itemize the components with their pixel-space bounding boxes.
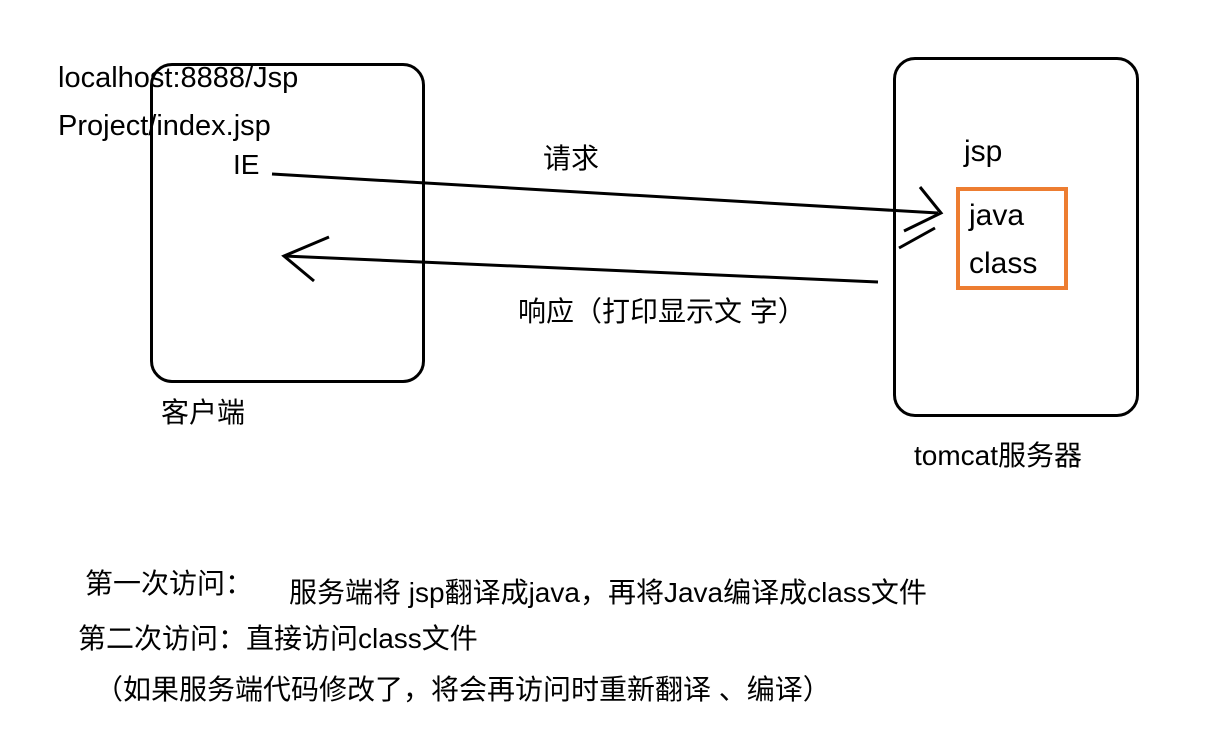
note-first-visit-label: 第一次访问： xyxy=(85,568,254,599)
jsp-file-label: jsp xyxy=(964,135,1003,168)
note-first-visit-text: 服务端将 jsp翻译成java，再将Java编译成class文件 xyxy=(289,577,927,608)
server-caption: tomcat服务器 xyxy=(914,440,1083,471)
server-box xyxy=(893,57,1139,417)
note-remark: （如果服务端代码修改了，将会再访问时重新翻译 、编译） xyxy=(95,674,831,705)
browser-label: IE xyxy=(233,149,260,180)
note-second-visit: 第二次访问：直接访问class文件 xyxy=(78,623,478,654)
request-url-line2: Project/index.jsp xyxy=(58,110,271,142)
compiled-files-highlight-box: java class xyxy=(956,187,1068,290)
class-file-label: class xyxy=(969,247,1038,280)
client-box xyxy=(150,63,425,383)
client-caption: 客户端 xyxy=(161,397,246,428)
request-url-line1: localhost:8888/Jsp xyxy=(58,62,299,94)
java-file-label: java xyxy=(969,199,1025,232)
request-arrow-label: 请求 xyxy=(543,143,600,174)
response-arrow-label: 响应（打印显示文 字） xyxy=(518,296,806,327)
